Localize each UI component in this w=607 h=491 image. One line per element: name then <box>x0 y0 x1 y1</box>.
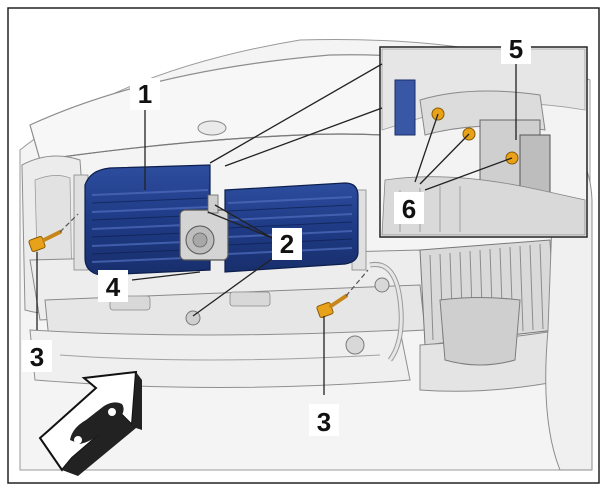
bolt-left <box>28 213 79 252</box>
callout-5-label: 5 <box>509 34 523 64</box>
side-radiator <box>419 239 566 392</box>
callout-2-label: 2 <box>280 229 294 259</box>
callout-4-label: 4 <box>106 272 121 302</box>
car-direction-arrow-icon <box>38 370 142 476</box>
callout-5: 5 <box>501 34 531 64</box>
callout-1-label: 1 <box>138 79 152 109</box>
inset-leader-upper <box>209 63 383 164</box>
callout-leaders <box>36 60 517 395</box>
callout-1: 1 <box>130 78 160 110</box>
radiator-module <box>84 164 359 276</box>
callout-3-right-label: 3 <box>317 407 331 437</box>
callout-6-label: 6 <box>402 194 416 224</box>
callout-4: 4 <box>98 270 128 302</box>
callout-3-left-label: 3 <box>30 342 44 372</box>
callout-3-left: 3 <box>22 340 52 372</box>
inset-leader-lower <box>224 107 383 167</box>
callout-6: 6 <box>394 192 424 224</box>
callout-3-right: 3 <box>309 404 339 437</box>
bolt-right <box>316 269 369 318</box>
callout-2: 2 <box>272 228 302 260</box>
